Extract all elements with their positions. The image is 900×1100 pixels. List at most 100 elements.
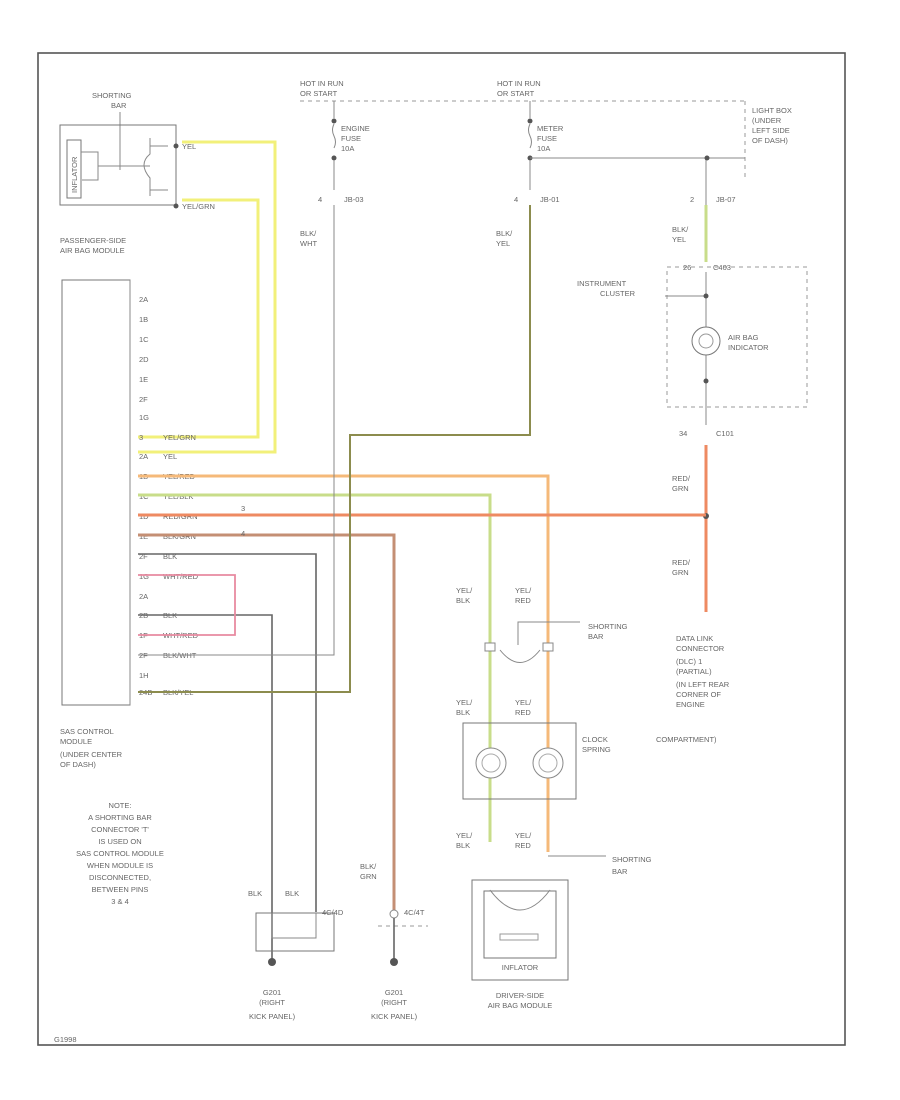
light-box-label-d: OF DASH)	[752, 136, 788, 145]
sas-row-pin: 1G	[139, 572, 149, 581]
hot-label-2b: OR START	[497, 89, 535, 98]
fuse-2-label-c: 10A	[537, 144, 550, 153]
jb01-pin: 4	[514, 195, 518, 204]
power-section: HOT IN RUN OR START HOT IN RUN OR START …	[300, 79, 792, 204]
ground-2-wire-blk-grn-b: GRN	[360, 872, 377, 881]
dlc-label: (IN LEFT REAR	[676, 680, 730, 689]
note-line: NOTE:	[109, 801, 132, 810]
wire-blk-ground-2	[138, 614, 273, 960]
sas-marker-4: 4	[241, 529, 245, 538]
sas-name-b: MODULE	[60, 737, 92, 746]
light-box-label-a: LIGHT BOX	[752, 106, 792, 115]
fuse-2-label-a: METER	[537, 124, 564, 133]
sas-name-a: SAS CONTROL	[60, 727, 114, 736]
pass-module-box	[59, 124, 177, 206]
sas-row: 1H	[139, 671, 149, 680]
ground-2-wire-blk-grn-a: BLK/	[360, 862, 377, 871]
dlc-label: (DLC) 1	[676, 657, 702, 666]
note-line: 3 & 4	[111, 897, 129, 906]
driver-module-name-b: AIR BAG MODULE	[488, 1001, 553, 1010]
clock-spring: YEL/ BLK YEL/ RED CLOCK SPRING	[456, 698, 611, 800]
drv-wire-yel-blk-b: BLK	[456, 841, 470, 850]
pass-pin-yel-grn: YEL/GRN	[182, 202, 215, 211]
note-line: CONNECTOR 'T'	[91, 825, 149, 834]
wire-label-blk-yel-a: BLK/	[496, 229, 513, 238]
dlc-label: ENGINE	[676, 700, 705, 709]
ground-1-box	[255, 912, 335, 952]
wire-wht-red-loop	[138, 574, 236, 636]
sas-pin-top-3: 1C	[139, 335, 149, 344]
ground-2-label-b: (RIGHT	[381, 998, 407, 1007]
ground-g201-2: BLK/ GRN 4C/4T G201 (RIGHT KICK PANEL)	[360, 862, 428, 1021]
wire-label-red-grn-2a: RED/	[672, 558, 691, 567]
note-line: SAS CONTROL MODULE	[76, 849, 164, 858]
sas-row-pin: 1H	[139, 671, 149, 680]
sas-marker-3: 3	[241, 504, 245, 513]
wire-label-red-grn-b: GRN	[672, 484, 689, 493]
cs-wire-yel-red-a: YEL/	[515, 698, 532, 707]
jb01-connector: JB-01	[540, 195, 560, 204]
pass-shorting-bar-symbol	[143, 138, 151, 196]
mid-shorting-bar-b: BAR	[588, 632, 604, 641]
jb07-connector: JB-07	[716, 195, 736, 204]
fuse-1-icon	[332, 123, 336, 149]
sas-pin-top-6: 2F	[139, 395, 148, 404]
drv-wire-yel-blk-a: YEL/	[456, 831, 473, 840]
ground-1-label-a: G201	[263, 988, 281, 997]
passenger-airbag-module: SHORTING BAR INFLATOR YEL YEL/GRN PASSEN…	[59, 91, 215, 255]
sas-row-pin: 2F	[139, 552, 148, 561]
cluster-pin: 26	[683, 263, 691, 272]
sas-row: 2A	[139, 592, 148, 601]
sas-row: 1G WHT/RED	[139, 572, 199, 581]
pass-module-name-a: PASSENGER-SIDE	[60, 236, 126, 245]
ground-1-pin: 4C/4D	[322, 908, 344, 917]
lamp-label-b: INDICATOR	[728, 343, 769, 352]
ground-2-terminal	[390, 958, 398, 966]
pass-shorting-bar-a: SHORTING	[92, 91, 132, 100]
c101-connector: C101	[716, 429, 734, 438]
cs-wire-yel-red-b: RED	[515, 708, 531, 717]
air-bag-indicator-lamp	[691, 326, 721, 356]
dlc-label: DATA LINK	[676, 634, 713, 643]
light-box-label-c: LEFT SIDE	[752, 126, 790, 135]
ground-g201-1: BLK BLK 4C/4D G201 (RIGHT KICK PANEL)	[248, 889, 344, 1021]
pass-shorting-bar-b: BAR	[111, 101, 127, 110]
driver-module-name-a: DRIVER-SIDE	[496, 991, 544, 1000]
ground-1-terminal	[268, 958, 276, 966]
wire-label-blk-wht-a: BLK/	[300, 229, 317, 238]
fuse-1-terminal	[331, 118, 337, 124]
clock-spring-coil-1	[475, 747, 507, 779]
jb07-pin: 2	[690, 195, 694, 204]
sas-pin-top-1: 2A	[139, 295, 148, 304]
ground-2-label-c: KICK PANEL)	[371, 1012, 418, 1021]
wire-label-blk-yel-2a: BLK/	[672, 225, 689, 234]
ground-2-label-a: G201	[385, 988, 403, 997]
pass-pin-yel: YEL	[182, 142, 196, 151]
ground-1-wire-blk-a: BLK	[248, 889, 262, 898]
wire-blk-grn-main	[138, 533, 396, 910]
dlc-label: COMPARTMENT)	[656, 735, 717, 744]
cluster-outline	[666, 266, 808, 408]
wire-label-blk-yel-b: YEL	[496, 239, 510, 248]
sas-row-wire: WHT/RED	[163, 572, 199, 581]
pass-module-name-b: AIR BAG MODULE	[60, 246, 125, 255]
dlc-label: CORNER OF	[676, 690, 721, 699]
clock-spring-label-b: SPRING	[582, 745, 611, 754]
sas-row: 2A YEL	[139, 452, 177, 461]
wire-yel-grn-passenger	[138, 198, 260, 439]
wire-label-blk-wht-b: WHT	[300, 239, 317, 248]
data-link-connector: DATA LINK CONNECTOR (DLC) 1 (PARTIAL) (I…	[656, 634, 730, 744]
diagram-frame	[37, 52, 846, 1046]
sas-name-d: OF DASH)	[60, 760, 96, 769]
shorting-bar-middle: YEL/ BLK YEL/ RED SHORTING BAR	[456, 586, 628, 663]
sas-row-pin: 2A	[139, 452, 148, 461]
mid-shorting-bar-symbol	[499, 649, 541, 663]
fuse-2-label-b: FUSE	[537, 134, 557, 143]
wire-blk-ground-1	[138, 553, 317, 912]
ground-2-pin: 4C/4T	[404, 908, 425, 917]
sas-pin-top-4: 2D	[139, 355, 149, 364]
mid-wire-yel-red-a: YEL/	[515, 586, 532, 595]
sas-module-box	[61, 279, 131, 706]
note-line: A SHORTING BAR	[88, 813, 152, 822]
jb03-pin: 4	[318, 195, 322, 204]
